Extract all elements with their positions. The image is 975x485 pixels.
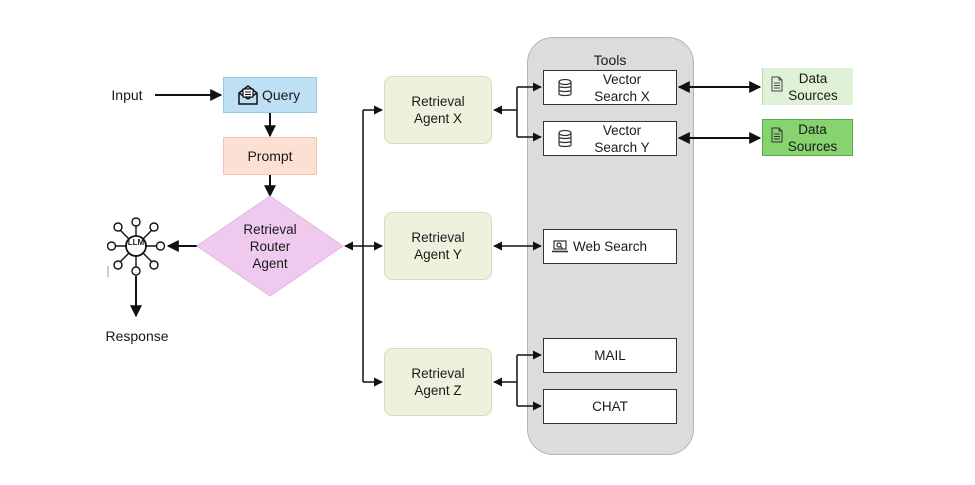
mail-open-icon [237, 85, 259, 109]
tools-title: Tools [593, 52, 627, 68]
router-label-line3: Agent [252, 256, 288, 271]
document-icon [771, 76, 783, 97]
router-label-line2: Router [249, 239, 291, 254]
agent-y-box: Retrieval Agent Y [384, 212, 492, 280]
web-search-label: Web Search [573, 239, 648, 254]
prompt-label: Prompt [247, 147, 293, 164]
vector-search-x-label-line1: Vector [602, 71, 642, 87]
router-label-line1: Retrieval [243, 222, 297, 237]
agent-z-label-line2: Agent Z [414, 383, 462, 398]
chat-box: CHAT [543, 389, 677, 424]
agent-x-label-line2: Agent X [413, 111, 463, 126]
mail-label: MAIL [594, 348, 626, 363]
llm-network-icon [106, 216, 167, 283]
web-search-box: Web Search [543, 229, 677, 264]
laptop-search-icon [551, 240, 569, 258]
data-sources-1-label-line1: Data [798, 70, 828, 86]
agent-z-box: Retrieval Agent Z [384, 348, 492, 416]
agent-x-box: Retrieval Agent X [384, 76, 492, 144]
document-icon [771, 127, 783, 148]
database-icon [557, 129, 573, 154]
agent-y-label-line2: Agent Y [414, 247, 462, 262]
data-sources-2-label-line1: Data [798, 121, 827, 137]
data-sources-1-label-line2: Sources [788, 87, 838, 103]
data-sources-2-label-line2: Sources [787, 138, 838, 154]
response-label: Response [105, 328, 169, 344]
prompt-box: Prompt [223, 137, 317, 175]
router-label: Retrieval Router Agent [227, 221, 313, 272]
agent-z-label-line1: Retrieval [411, 366, 465, 381]
agent-x-label-line1: Retrieval [411, 94, 465, 109]
mail-box: MAIL [543, 338, 677, 373]
chat-label: CHAT [592, 399, 628, 414]
llm-label: LLM [127, 238, 145, 247]
vector-search-y-label-line2: Search Y [594, 139, 650, 155]
query-box: Query [223, 77, 317, 113]
agent-y-label-line1: Retrieval [411, 230, 465, 245]
vector-search-x-box: Vector Search X [543, 70, 677, 105]
data-sources-1-box: Data Sources [762, 68, 853, 105]
data-sources-2-box: Data Sources [762, 119, 853, 156]
query-label: Query [262, 86, 301, 103]
vector-search-y-label-line1: Vector [602, 122, 642, 138]
input-label: Input [111, 87, 143, 103]
vector-search-x-label-line2: Search X [594, 88, 650, 104]
router-diamond [196, 195, 344, 297]
database-icon [557, 78, 573, 103]
